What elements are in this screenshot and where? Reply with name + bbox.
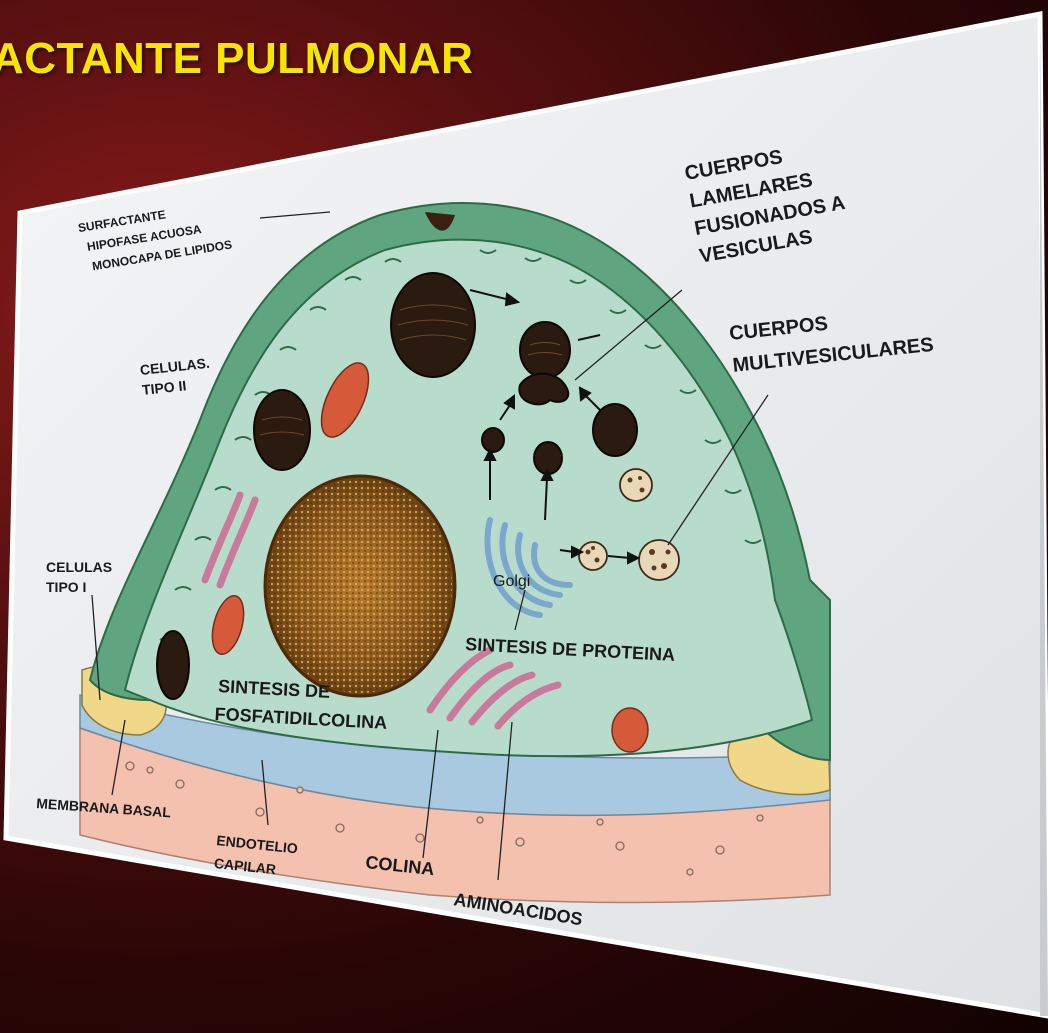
multivesicular-bodies: [578, 468, 680, 581]
mitochondria: [211, 362, 649, 753]
pathway-arrows: [469, 289, 641, 565]
nucleus: [263, 474, 457, 698]
label-celulas-ii-line1: CELULAS.: [139, 355, 210, 378]
label-celulas-ii-line2: TIPO II: [141, 377, 187, 398]
golgi-apparatus: [484, 517, 573, 618]
celulas-tipo-ii-label: CELULAS. TIPO II: [139, 355, 210, 398]
multivesicular-dots: [585, 476, 671, 571]
slide-title: ACTANTE PULMONAR: [0, 34, 474, 83]
leader-lines: [91, 211, 769, 881]
lamellar-bodies: [156, 272, 638, 700]
label-endotelio-2: CAPILAR: [213, 855, 277, 877]
secretion-pore: [425, 212, 455, 231]
label-celulas-i-line2: TIPO I: [46, 579, 86, 595]
lamellar-stripes: [259, 304, 563, 436]
label-celulas-i-line1: CELULAS: [46, 559, 112, 575]
rough-er: [201, 491, 562, 730]
label-golgi: Golgi: [493, 573, 530, 590]
endothelium-pores: [125, 761, 764, 876]
celulas-tipo-i-label: CELULAS TIPO I: [46, 559, 112, 595]
